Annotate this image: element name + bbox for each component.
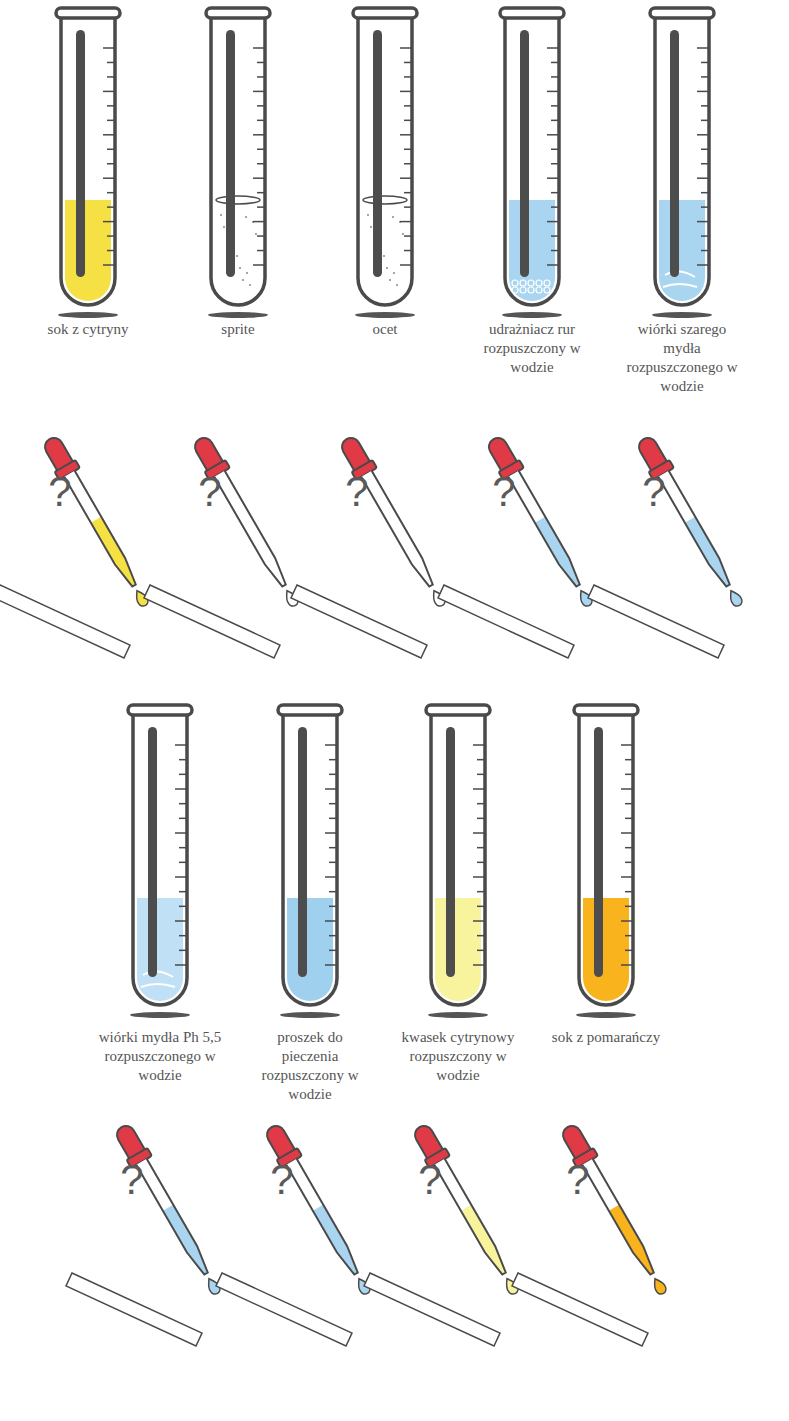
question-mark: ? bbox=[563, 1158, 593, 1202]
test-strip bbox=[0, 585, 130, 658]
test-tube bbox=[128, 705, 192, 1005]
shadow bbox=[428, 1012, 488, 1018]
question-mark: ? bbox=[195, 470, 225, 514]
shadow bbox=[502, 312, 562, 318]
test-tube bbox=[56, 8, 120, 305]
test-tube bbox=[206, 8, 270, 305]
question-mark: ? bbox=[117, 1158, 147, 1202]
dropper bbox=[189, 433, 306, 611]
tube-caption: sok z cytryny bbox=[26, 320, 150, 339]
shadow bbox=[652, 312, 712, 318]
tube-caption: wiórki szarego mydła rozpuszczonego w wo… bbox=[620, 320, 744, 396]
tube-caption: kwasek cytrynowy rozpuszczony w wodzie bbox=[398, 1028, 518, 1085]
dropper bbox=[633, 433, 750, 611]
test-strip bbox=[216, 1273, 352, 1346]
test-strip bbox=[438, 585, 574, 658]
dropper bbox=[409, 1121, 526, 1299]
test-strip bbox=[512, 1273, 648, 1346]
test-tube bbox=[278, 705, 342, 1005]
shadow bbox=[280, 1012, 340, 1018]
dropper bbox=[557, 1121, 674, 1299]
shadow bbox=[355, 312, 415, 318]
tube-caption: proszek do pieczenia rozpuszczony w wodz… bbox=[255, 1028, 365, 1104]
test-tube bbox=[426, 705, 490, 1005]
test-strip bbox=[588, 585, 724, 658]
tube-caption: sprite bbox=[176, 320, 300, 339]
dropper bbox=[483, 433, 600, 611]
question-mark: ? bbox=[45, 470, 75, 514]
question-mark: ? bbox=[415, 1158, 445, 1202]
test-tube bbox=[500, 8, 564, 305]
tube-caption: wiórki mydła Ph 5,5 rozpuszczonego w wod… bbox=[90, 1028, 230, 1085]
dropper bbox=[111, 1121, 228, 1299]
tube-caption: udrażniacz rur rozpuszczony w wodzie bbox=[482, 320, 582, 377]
question-mark: ? bbox=[342, 470, 372, 514]
shadow bbox=[576, 1012, 636, 1018]
test-tube bbox=[650, 8, 714, 305]
test-strip bbox=[291, 585, 427, 658]
dropper bbox=[261, 1121, 378, 1299]
question-mark: ? bbox=[639, 470, 669, 514]
dropper bbox=[39, 433, 156, 611]
shadow bbox=[58, 312, 118, 318]
shadow bbox=[130, 1012, 190, 1018]
tube-caption: sok z pomarańczy bbox=[544, 1028, 668, 1047]
shadow bbox=[208, 312, 268, 318]
question-mark: ? bbox=[489, 470, 519, 514]
dropper bbox=[336, 433, 453, 611]
test-tube bbox=[574, 705, 638, 1005]
question-mark: ? bbox=[267, 1158, 297, 1202]
test-strip bbox=[144, 585, 280, 658]
test-tube bbox=[353, 8, 417, 305]
test-strip bbox=[66, 1273, 202, 1346]
tube-caption: ocet bbox=[323, 320, 447, 339]
test-strip bbox=[364, 1273, 500, 1346]
